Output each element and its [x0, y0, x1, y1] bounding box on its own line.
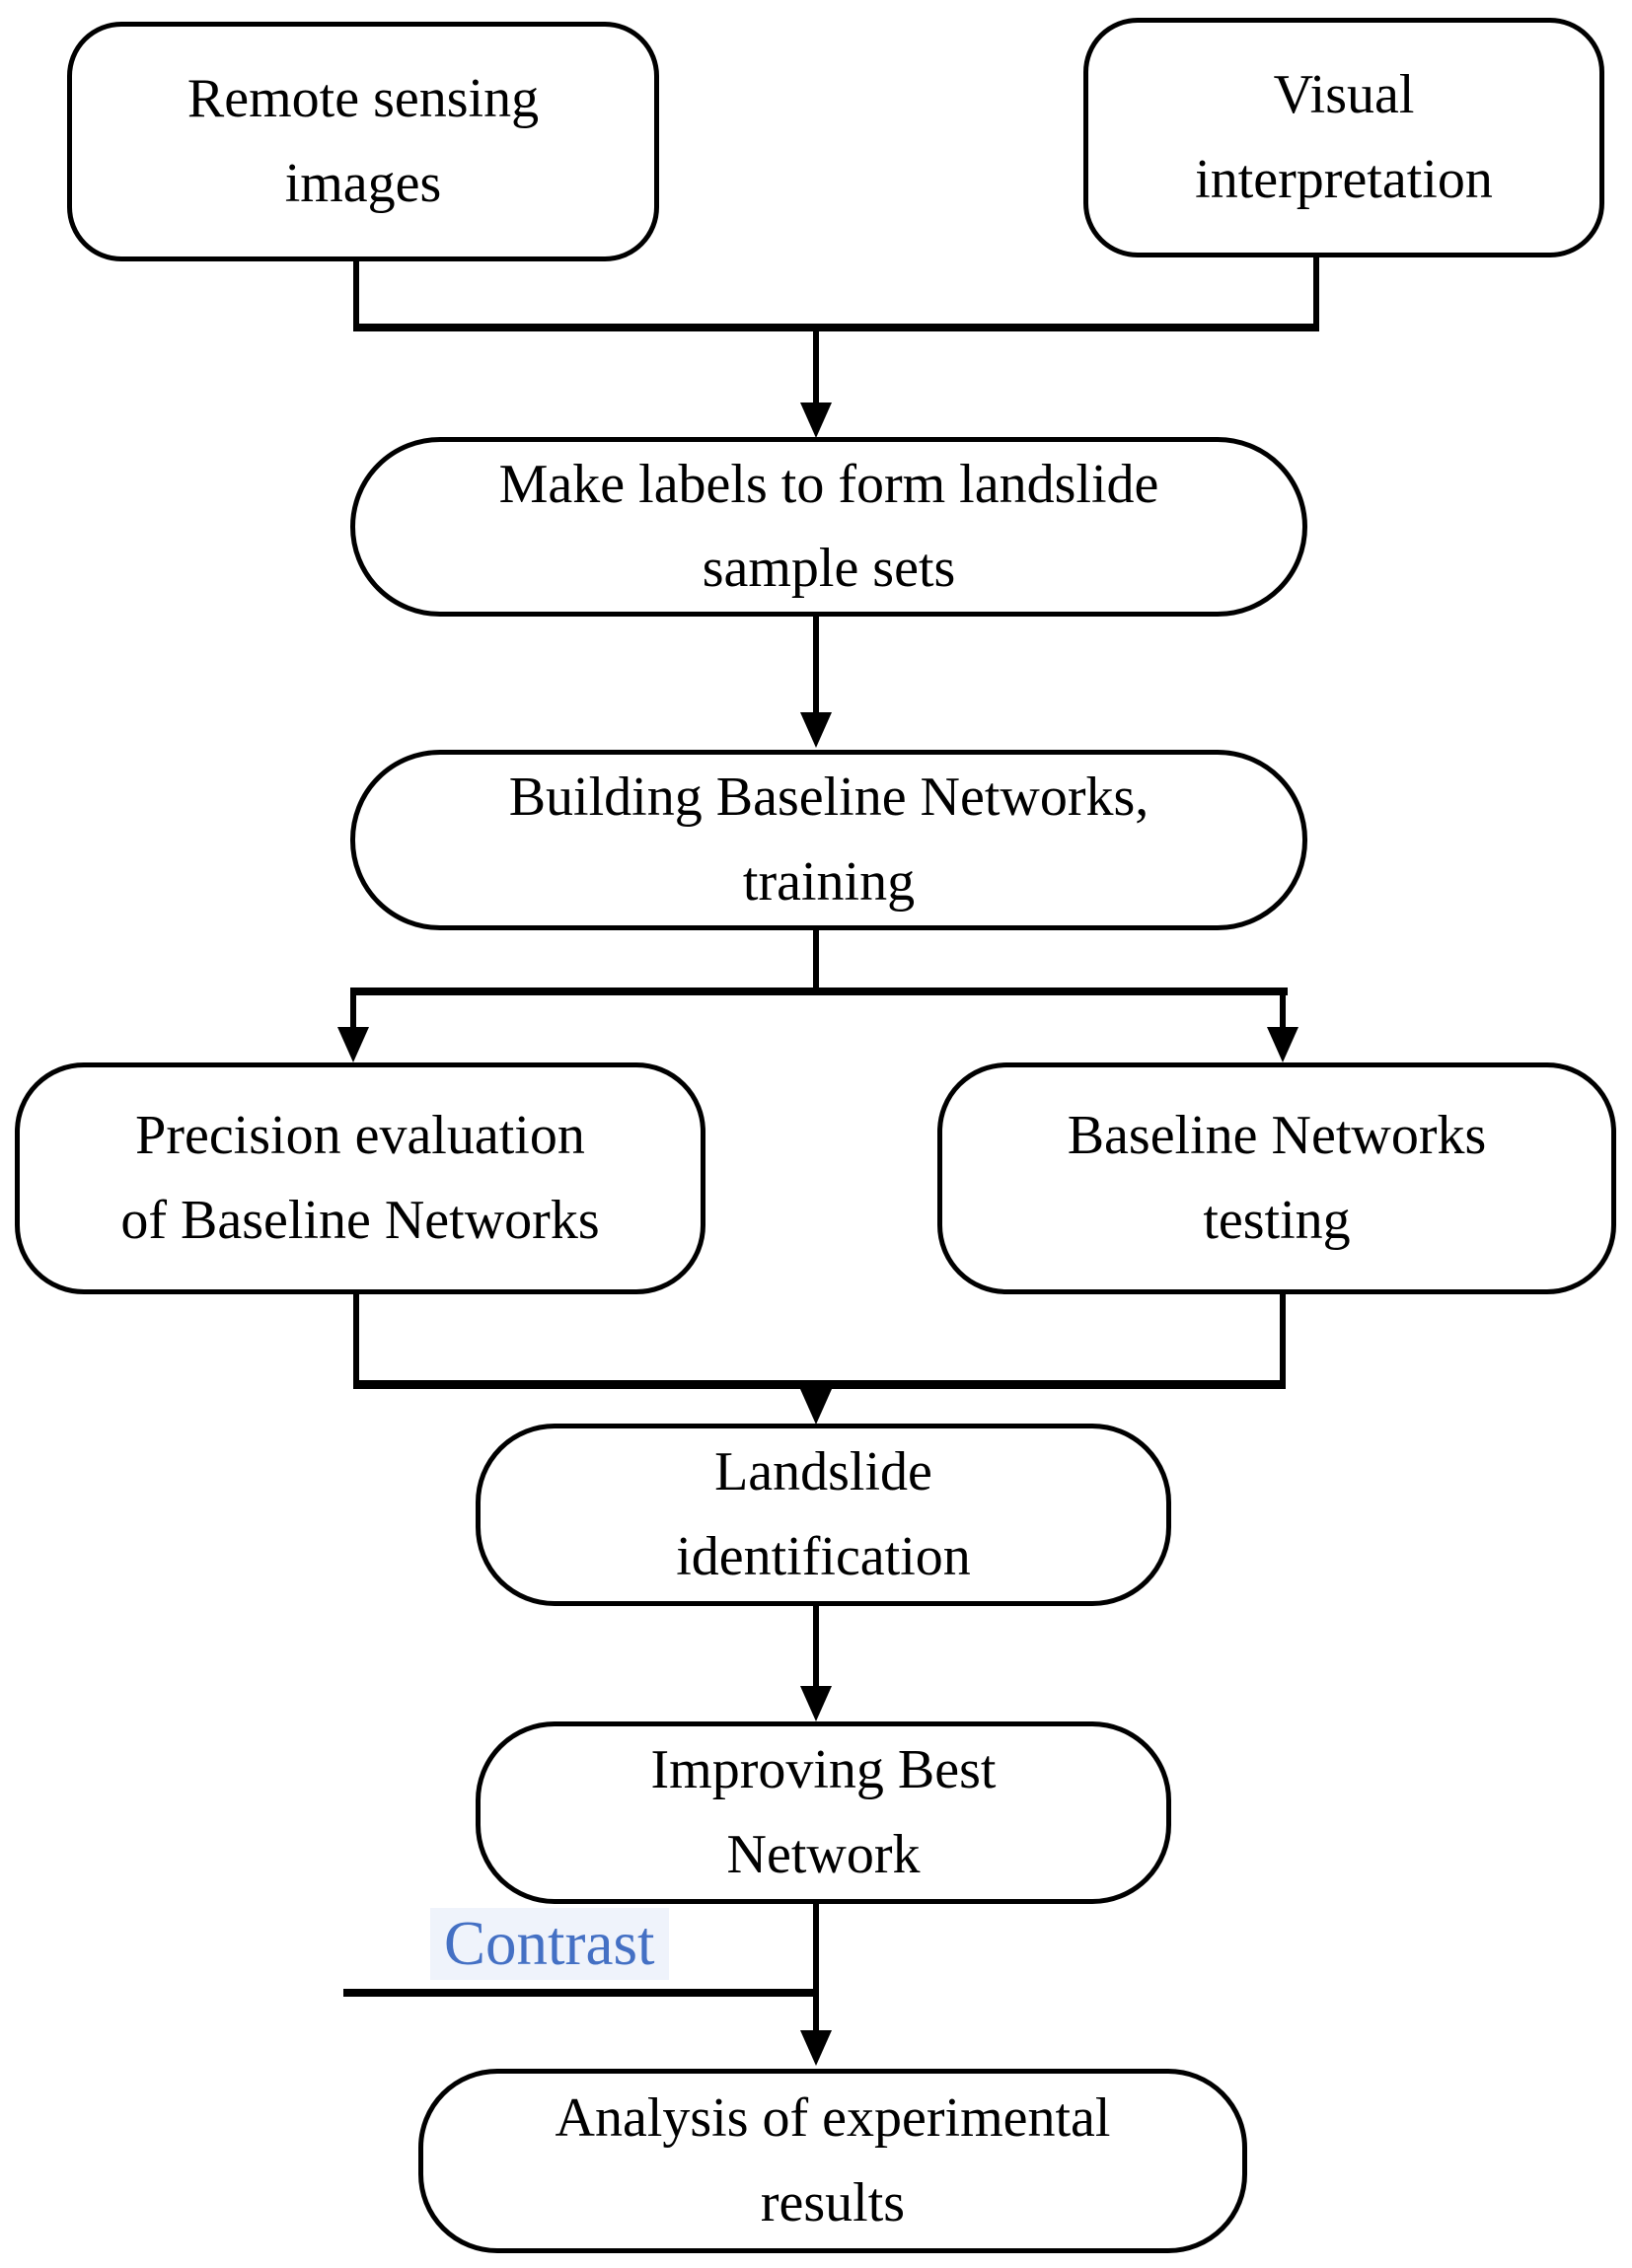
edge-visual-interpretation-down-line	[1313, 255, 1319, 331]
edge-to-make-labels-line	[813, 328, 819, 404]
node-label: Baseline Networks testing	[1067, 1105, 1487, 1251]
edge-remote-sensing-down-line	[353, 258, 359, 331]
arrowhead-to-landslide	[800, 1389, 832, 1425]
arrowhead-to-precision-evaluation	[337, 1027, 369, 1062]
node-label: Remote sensing images	[186, 68, 540, 214]
arrowhead-to-make-labels	[800, 402, 832, 438]
node-label: Visual interpretation	[1195, 64, 1493, 210]
node-label: Make labels to form landslide sample set…	[498, 453, 1159, 599]
edge-to-building-line	[813, 617, 819, 715]
node-make-labels: Make labels to form landslide sample set…	[350, 437, 1307, 617]
edge-branch-left-line	[350, 995, 356, 1029]
node-landslide-identification: Landslide identification	[476, 1424, 1171, 1606]
node-label: Analysis of experimental results	[555, 2087, 1111, 2233]
node-label: Building Baseline Networks, training	[508, 767, 1150, 913]
node-label: Precision evaluation of Baseline Network…	[120, 1105, 600, 1251]
node-precision-evaluation: Precision evaluation of Baseline Network…	[15, 1062, 705, 1294]
edge-merge-top-hline	[353, 324, 1319, 331]
edge-contrast-hline	[343, 1989, 819, 1997]
arrowhead-to-building	[800, 712, 832, 748]
edge-branch-hline	[350, 988, 1288, 995]
contrast-label: Contrast	[430, 1908, 669, 1981]
edge-merge-bottom-hline	[353, 1380, 1286, 1389]
arrowhead-to-analysis	[800, 2030, 832, 2066]
node-improving-best-network: Improving Best Network	[476, 1721, 1171, 1904]
node-building-baseline-networks: Building Baseline Networks, training	[350, 750, 1307, 930]
node-visual-interpretation: Visual interpretation	[1083, 18, 1604, 257]
node-remote-sensing-images: Remote sensing images	[67, 22, 659, 261]
node-analysis-results: Analysis of experimental results	[418, 2069, 1247, 2253]
edge-branch-right-line	[1280, 995, 1286, 1029]
arrowhead-to-networks-testing	[1267, 1027, 1298, 1062]
node-baseline-networks-testing: Baseline Networks testing	[937, 1062, 1616, 1294]
edge-to-improving-line	[813, 1606, 819, 1690]
node-label: Landslide identification	[676, 1441, 971, 1587]
node-label: Improving Best Network	[650, 1739, 997, 1885]
edge-to-analysis-line	[813, 1904, 819, 2034]
edge-merge-right-line	[1280, 1294, 1286, 1388]
edge-merge-left-line	[353, 1294, 359, 1388]
edge-branch-stem-line	[813, 930, 819, 994]
arrowhead-to-improving	[800, 1686, 832, 1721]
